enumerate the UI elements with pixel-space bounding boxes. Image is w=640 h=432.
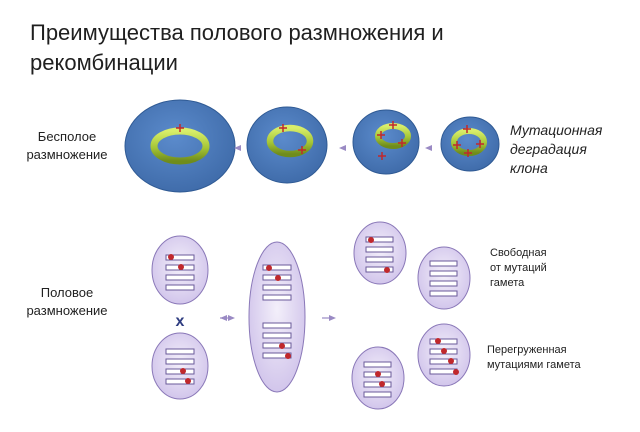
- loaded-gamete-line2: мутациями гамета: [487, 359, 581, 371]
- parent-cell-1: [151, 235, 209, 305]
- gamete-overloaded-with-mutations: [417, 323, 471, 387]
- gamete-3: [351, 346, 405, 410]
- loaded-gamete-line1: Перегруженная: [487, 344, 567, 356]
- sexual-label-line2: размножение: [26, 303, 108, 318]
- gamete-1: [353, 221, 407, 285]
- arrow-icon: [339, 145, 346, 151]
- free-gamete-line2: от мутаций: [490, 262, 547, 274]
- asexual-label: Бесполое размножение: [12, 128, 122, 164]
- mutation-mark: [176, 124, 184, 132]
- asexual-cell-4: [440, 116, 500, 172]
- asexual-cell-1: [124, 99, 236, 193]
- gamete-free-of-mutations: [417, 246, 471, 310]
- arrow-icon: [329, 315, 336, 321]
- parent-cell-2: [151, 332, 209, 400]
- mutational-degradation-label: Мутационная деградация клона: [510, 121, 630, 178]
- degradation-line3: клона: [510, 160, 548, 176]
- sexual-label-line1: Половое: [40, 285, 94, 300]
- degradation-line1: Мутационная: [510, 122, 603, 138]
- asexual-cell-3: [352, 109, 420, 175]
- loaded-gamete-label: Перегруженная мутациями гамета: [487, 343, 627, 373]
- asexual-label-line1: Бесполое: [37, 129, 97, 144]
- free-gamete-line1: Свободная: [490, 247, 547, 259]
- arrow-icon: [228, 315, 235, 321]
- cross-symbol: x: [176, 313, 185, 330]
- arrow-icon: [234, 145, 241, 151]
- zygote-cell: [248, 241, 306, 393]
- free-gamete-label: Свободная от мутаций гамета: [490, 246, 610, 291]
- arrow-icon: [425, 145, 432, 151]
- asexual-label-line2: размножение: [26, 147, 108, 162]
- sexual-label: Половое размножение: [12, 284, 122, 320]
- page-title: Преимущества полового размножения и реко…: [30, 20, 444, 75]
- asexual-cell-2: [246, 106, 328, 184]
- free-gamete-line3: гамета: [490, 277, 525, 289]
- degradation-line2: деградация: [510, 141, 587, 157]
